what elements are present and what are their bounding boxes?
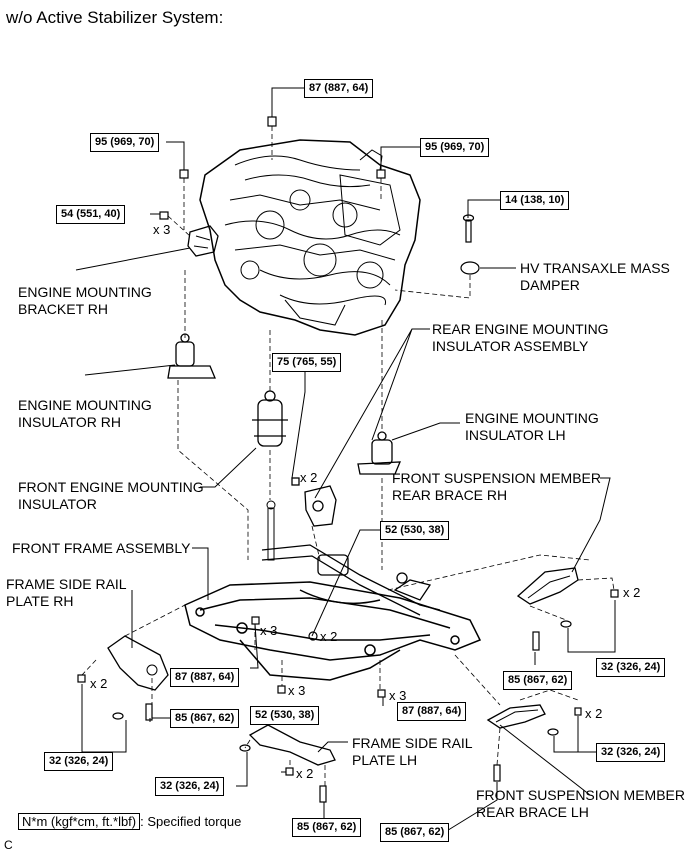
front-suspension-member-rear-brace-rh (516, 567, 579, 605)
frame-side-rail-plate-rh (107, 635, 169, 691)
figure-mark: C (4, 838, 13, 852)
label-engine-mounting-bracket-rh: ENGINE MOUNTING BRACKET RH (18, 284, 152, 317)
torque-32-left: 32 (326, 24) (44, 752, 114, 771)
qty-87-center: x 3 (288, 683, 306, 698)
engine-mounting-insulator-rh (167, 333, 216, 379)
front-engine-mounting-insulator (252, 390, 288, 447)
legend-unit-box: N*m (kgf*cm, ft.*lbf) (18, 813, 141, 830)
frame-side-rail-plate-lh (248, 724, 336, 766)
engine-assembly (199, 139, 421, 336)
label-engine-mounting-insulator-rh: ENGINE MOUNTING INSULATOR RH (18, 397, 152, 430)
label-rear-engine-mounting-insulator: REAR ENGINE MOUNTING INSULATOR ASSEMBLY (432, 321, 609, 354)
qty-32-right: x 2 (623, 585, 641, 600)
qty-32-lower-right: x 2 (585, 706, 603, 721)
qty-52: x 2 (320, 629, 338, 644)
torque-95-right: 95 (969, 70) (420, 138, 490, 157)
qty-54: x 3 (153, 222, 171, 237)
torque-52-right: 52 (530, 38) (380, 521, 450, 540)
torque-87-mid: 87 (887, 64) (170, 668, 240, 687)
torque-85-left: 85 (867, 62) (170, 709, 240, 728)
engine-mounting-bracket-rh (187, 225, 219, 257)
torque-32-right-lower: 32 (326, 24) (596, 743, 666, 762)
label-frame-side-rail-plate-rh: FRAME SIDE RAIL PLATE RH (6, 576, 127, 609)
label-front-engine-mounting-insulator: FRONT ENGINE MOUNTING INSULATOR (18, 479, 204, 512)
rear-engine-mounting-insulator (291, 477, 337, 527)
legend-text: : Specified torque (140, 814, 242, 829)
qty-75: x 2 (300, 470, 318, 485)
torque-85-bottom-left: 85 (867, 62) (380, 823, 450, 842)
label-frame-side-rail-plate-lh: FRAME SIDE RAIL PLATE LH (352, 735, 473, 768)
qty-87-mid: x 3 (260, 623, 278, 638)
label-engine-mounting-insulator-lh: ENGINE MOUNTING INSULATOR LH (465, 410, 599, 443)
engine-mounting-insulator-lh (357, 431, 401, 475)
torque-54: 54 (551, 40) (56, 205, 126, 224)
label-front-suspension-member-rear-brace-lh: FRONT SUSPENSION MEMBER REAR BRACE LH (476, 787, 685, 820)
qty-87-lower: x 3 (389, 688, 407, 703)
torque-14: 14 (138, 10) (500, 191, 570, 210)
front-suspension-member-rear-brace-lh (486, 704, 546, 729)
torque-87-lower: 87 (887, 64) (397, 702, 467, 721)
torque-32-right-upper: 32 (326, 24) (596, 658, 666, 677)
torque-75: 75 (765, 55) (272, 353, 342, 372)
label-hv-transaxle-mass-damper: HV TRANSAXLE MASS DAMPER (520, 260, 670, 293)
torque-85-bottom: 85 (867, 62) (292, 818, 362, 837)
qty-32-left: x 2 (90, 676, 108, 691)
label-front-frame-assembly: FRONT FRAME ASSEMBLY (12, 540, 191, 556)
page-title: w/o Active Stabilizer System: (6, 8, 224, 27)
torque-32-bottom: 32 (326, 24) (155, 777, 225, 796)
torque-legend: N*m (kgf*cm, ft.*lbf): Specified torque (18, 813, 242, 830)
qty-32-bottom: x 2 (296, 766, 314, 781)
label-front-suspension-member-rear-brace-rh: FRONT SUSPENSION MEMBER REAR BRACE RH (392, 470, 601, 503)
torque-95-left: 95 (969, 70) (90, 133, 160, 152)
torque-87-top: 87 (887, 64) (304, 79, 374, 98)
torque-85-right: 85 (867, 62) (503, 671, 573, 690)
torque-52-bottom: 52 (530, 38) (250, 706, 320, 725)
